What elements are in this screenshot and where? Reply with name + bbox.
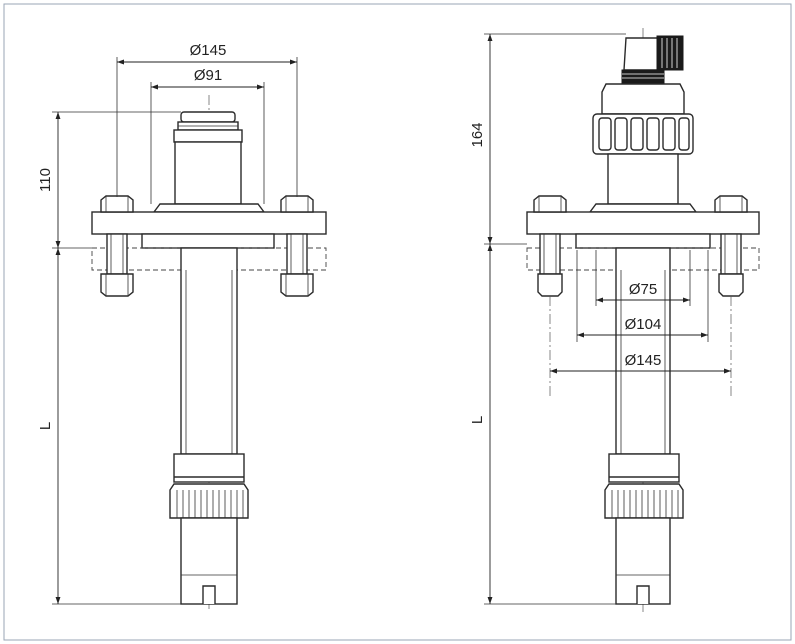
right-connector-plug [621, 35, 684, 85]
right-flange [526, 211, 760, 235]
left-flange [91, 211, 327, 235]
right-dim-length: L [469, 416, 486, 424]
left-dim-length: L [37, 422, 54, 430]
left-bolt-left [100, 195, 134, 297]
right-neck [607, 153, 679, 205]
right-bolt-left [533, 195, 567, 297]
left-shaft [180, 247, 238, 455]
right-lower-collar [608, 453, 680, 483]
right-dim-diameter-small: Ø75 [629, 281, 657, 298]
right-dim-diameter-mid: Ø104 [625, 316, 662, 333]
right-flange-lower [575, 233, 711, 249]
drawing-frame [3, 3, 792, 641]
right-bolt-right [714, 195, 748, 297]
right-dim-height: 164 [469, 122, 486, 147]
left-dim-outer-diameter: Ø145 [190, 42, 227, 59]
right-dim-diameter-large: Ø145 [625, 352, 662, 369]
right-knurled-ring [592, 113, 694, 155]
left-dim-height: 110 [37, 168, 54, 192]
left-upper-body [174, 141, 242, 205]
right-tip-slot [636, 585, 650, 604]
left-knurled-nut [169, 483, 249, 519]
left-tip-slot [202, 585, 216, 604]
left-flange-lower [141, 233, 275, 249]
left-collar [152, 203, 266, 213]
left-lower-collar [173, 453, 245, 483]
left-view: Ø145 Ø91 110 L [37, 42, 327, 612]
left-dim-inner-diameter: Ø91 [194, 67, 222, 84]
right-view: 164 L Ø75 Ø104 Ø145 [469, 28, 760, 612]
right-head-housing [601, 83, 685, 115]
right-knurled-nut [604, 483, 684, 519]
left-bolt-right [280, 195, 314, 297]
left-top-cap [173, 111, 243, 143]
right-collar [588, 203, 698, 213]
right-shaft [615, 247, 671, 455]
